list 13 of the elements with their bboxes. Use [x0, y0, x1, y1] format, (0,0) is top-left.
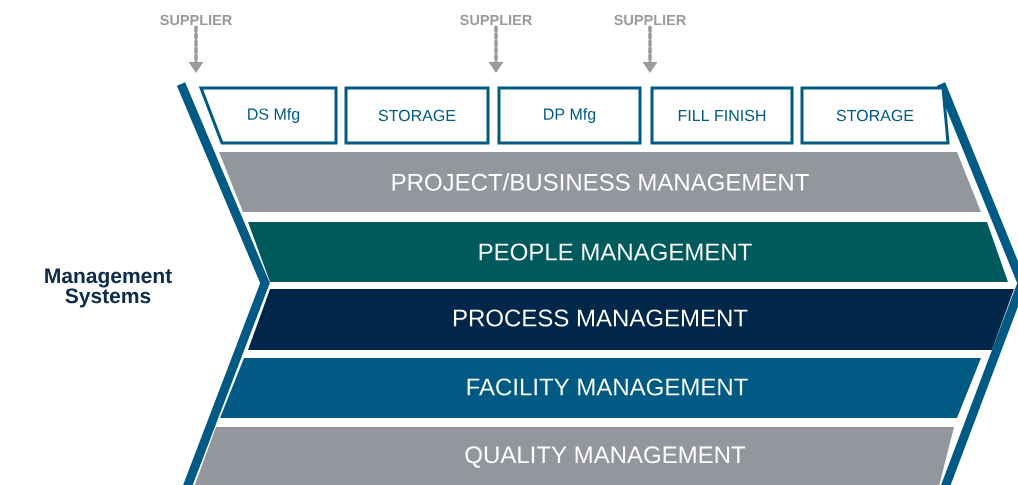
process-box: STORAGE [800, 86, 950, 145]
supplier-label: SUPPLIER [614, 14, 686, 26]
process-box: FILL FINISH [650, 86, 794, 145]
supplier-label: SUPPLIER [160, 14, 232, 26]
management-band: QUALITY MANAGEMENT [193, 427, 954, 485]
process-box: DP Mfg [497, 86, 642, 145]
side-label: Management Systems [45, 268, 172, 308]
management-band: PEOPLE MANAGEMENT [248, 222, 1008, 282]
management-band: PROCESS MANAGEMENT [248, 289, 1014, 350]
process-box: STORAGE [344, 86, 490, 145]
supplier-label: SUPPLIER [460, 14, 532, 26]
management-band: FACILITY MANAGEMENT [220, 358, 981, 418]
management-band: PROJECT/BUSINESS MANAGEMENT [219, 152, 981, 212]
